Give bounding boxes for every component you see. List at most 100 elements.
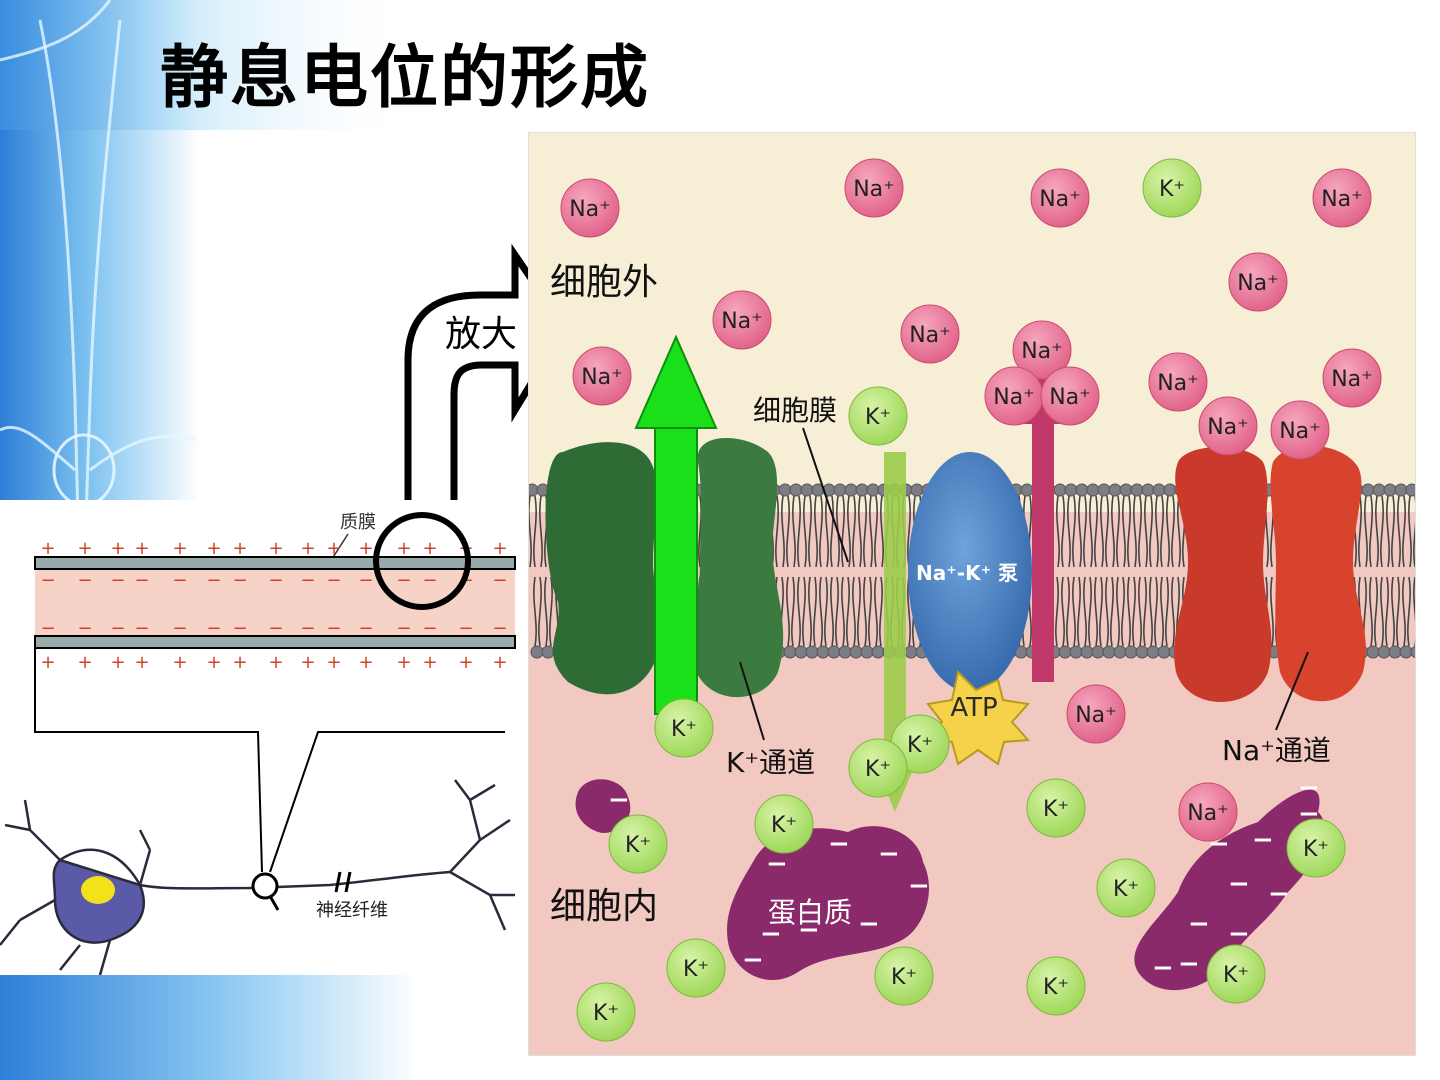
axon-positive-charge: + [268, 652, 283, 673]
k-ion [874, 946, 934, 1006]
na-ion [900, 304, 960, 364]
lipid-tail [1402, 576, 1406, 647]
na-ion-label: Na⁺ [1331, 367, 1373, 392]
lipid-tail [1072, 576, 1076, 647]
lipid-tail [813, 576, 817, 647]
lipid-tail [1408, 495, 1412, 568]
axon-negative-charge: − [40, 618, 55, 639]
lipid-tail [1144, 495, 1148, 568]
axon-positive-charge: + [77, 652, 92, 673]
axon-positive-charge: + [396, 652, 411, 673]
lipid-tail [544, 576, 548, 647]
na-ion-label: Na⁺ [1157, 371, 1199, 396]
lipid-tail [1111, 495, 1115, 568]
lipid-tail [852, 495, 856, 568]
axon-positive-charge: + [358, 538, 373, 559]
pump-label: Na⁺-K⁺ 泵 [916, 561, 1018, 585]
lipid-head [1361, 483, 1375, 497]
na-ion [1228, 252, 1288, 312]
lipid-head [783, 645, 797, 659]
lipid-tail [835, 576, 839, 647]
lipid-tail [791, 576, 795, 647]
axon-positive-charge: + [134, 652, 149, 673]
lipid-tail [775, 495, 779, 568]
na-ion-label: Na⁺ [993, 385, 1035, 410]
axon-zoom-circle [373, 512, 471, 610]
lipid-tail [1166, 495, 1170, 568]
lipid-head [805, 645, 819, 659]
lipid-tail [1171, 576, 1175, 647]
diagram-border [528, 132, 1416, 1056]
protein-negative-charge: − [608, 785, 630, 815]
inside-label: 细胞内 [550, 886, 658, 927]
protein-negative-charge: − [1268, 879, 1290, 909]
axon-negative-charge: − [40, 570, 55, 591]
lipid-tail [1375, 495, 1379, 568]
lipid-tail [1155, 495, 1159, 568]
lipid-head [1394, 483, 1408, 497]
lipid-tail [1122, 495, 1126, 568]
na-ion-label: Na⁺ [581, 365, 623, 390]
lipid-head [833, 483, 847, 497]
lipid-head [1113, 645, 1127, 659]
lipid-head [1405, 483, 1416, 497]
k-efflux-arrow-shaft [654, 423, 698, 715]
decorative-neuron-outline [0, 0, 196, 521]
lipid-head [910, 483, 924, 497]
axon-positive-charge: + [422, 538, 437, 559]
lipid-tail [1099, 576, 1103, 647]
na-k-pump [908, 452, 1032, 692]
lipid-tail [1089, 495, 1093, 568]
lipid-head [1075, 483, 1089, 497]
protein-negative-charge: − [798, 915, 820, 945]
lipid-head [816, 645, 830, 659]
k-ion [848, 738, 908, 798]
axon-negative-charge: − [300, 570, 315, 591]
axon-negative-charge: − [232, 618, 247, 639]
axon-negative-charge: − [77, 618, 92, 639]
k-ion [666, 938, 726, 998]
axon-positive-charge: + [232, 652, 247, 673]
axon-negative-charge: − [77, 570, 92, 591]
lipid-tail [852, 576, 856, 647]
axon-positive-charge: + [232, 538, 247, 559]
na-ion [1066, 684, 1126, 744]
lipid-head [800, 483, 814, 497]
lipid-head [904, 645, 918, 659]
k-ion [1142, 158, 1202, 218]
lipid-tail [1402, 495, 1406, 568]
na-ion-label: Na⁺ [1049, 385, 1091, 410]
k-ion [576, 982, 636, 1042]
lipid-tail [1078, 495, 1082, 568]
lipid-head [530, 645, 544, 659]
lipid-tail [819, 495, 823, 568]
axon-positive-charge: + [172, 538, 187, 559]
lipid-tail [1397, 495, 1401, 568]
na-ion [572, 346, 632, 406]
k-ion [1026, 778, 1086, 838]
lipid-tail [533, 495, 537, 568]
na-ion [1322, 348, 1382, 408]
k-ion-label: K⁺ [625, 833, 651, 858]
axon-positive-charge: + [492, 652, 507, 673]
k-ion [1206, 944, 1266, 1004]
lipid-head [844, 483, 858, 497]
lipid-tail [1380, 495, 1384, 568]
lipid-tail [1067, 495, 1071, 568]
lipid-head [1053, 483, 1067, 497]
na-ion-label: Na⁺ [1207, 415, 1249, 440]
lipid-tail [781, 495, 785, 568]
lipid-tail [1121, 576, 1125, 647]
lipid-tail [1386, 495, 1390, 568]
lipid-tail [1094, 495, 1098, 568]
lipid-tail [1391, 576, 1395, 647]
axon-negative-charge: − [110, 618, 125, 639]
lipid-tail [841, 495, 845, 568]
k-ion-label: K⁺ [1043, 975, 1069, 1000]
na-ion-label: Na⁺ [1279, 419, 1321, 444]
lipid-tail [824, 576, 828, 647]
axon-positive-charge: + [77, 538, 92, 559]
na-ion [844, 158, 904, 218]
lipid-head [1097, 483, 1111, 497]
axon-recording-line-left [34, 648, 263, 873]
